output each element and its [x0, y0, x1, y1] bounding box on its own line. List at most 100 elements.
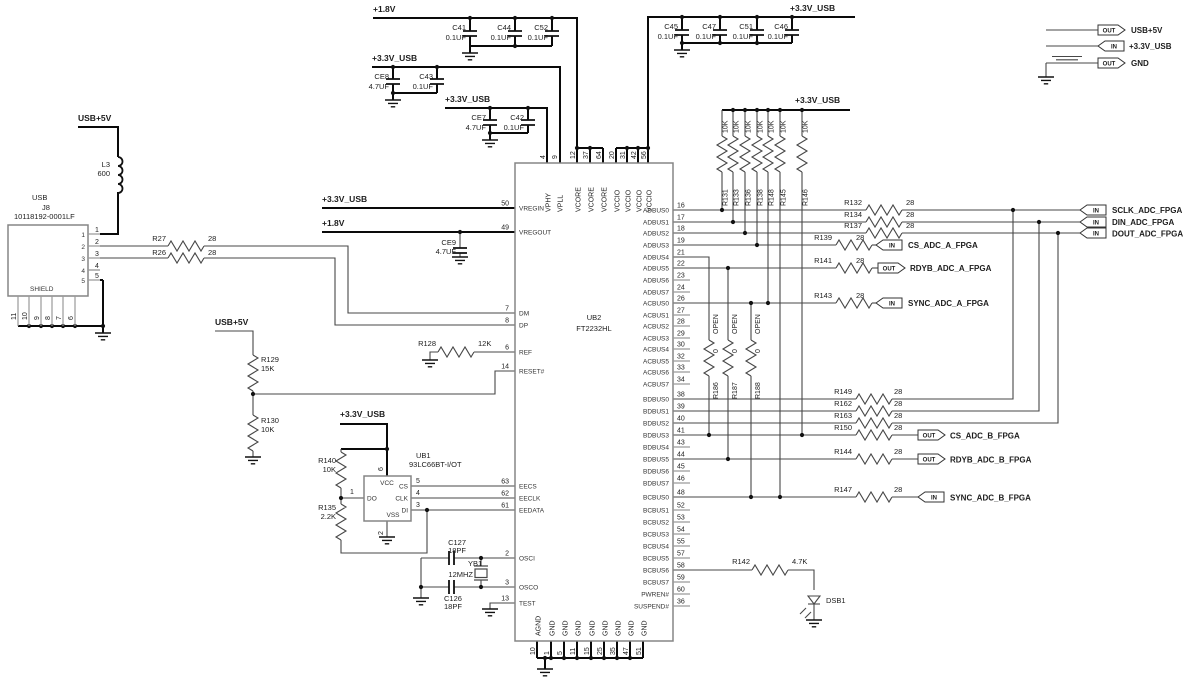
R143-ref: R143 — [814, 291, 832, 300]
pin-name: ACBUS5 — [643, 359, 669, 366]
R163-ref: R163 — [834, 411, 852, 420]
pullup-R138-ref: R138 — [758, 189, 765, 206]
signal-sync-a: SYNC_ADC_A_FPGA — [908, 299, 989, 308]
pin-num: 64 — [596, 151, 603, 159]
cap-C126-val: 18PF — [444, 602, 462, 611]
pin-name: OSCO — [519, 585, 538, 592]
pin-name: OSCI — [519, 556, 535, 563]
eeprom-cs-num: 5 — [416, 478, 420, 485]
tag-in: IN — [1093, 231, 1099, 237]
pin-num: 13 — [501, 596, 509, 603]
pin-num: 46 — [677, 476, 685, 483]
cap-C52-val: 0.1UF — [528, 33, 549, 42]
chip-UB2: UB2 FT2232HL — [514, 162, 690, 642]
pin-name: BDBUS0 — [643, 397, 669, 404]
tag-out: OUT — [1103, 61, 1116, 67]
R134-ref: R134 — [844, 210, 862, 219]
eeprom-part: 93LC66BT-I/OT — [409, 460, 462, 469]
net-3v3-eeprom: +3.3V_USB — [340, 409, 385, 419]
pin-num: 20 — [609, 151, 616, 159]
R137-val: 28 — [906, 221, 914, 230]
pin-name: VCCIO — [626, 189, 633, 212]
out-tag-rdyb-b — [917, 453, 946, 465]
pin-name: BDBUS2 — [643, 421, 669, 428]
resistor-R26-val: 28 — [208, 248, 216, 257]
pin-num: 15 — [584, 647, 591, 655]
R141-val: 28 — [856, 256, 864, 265]
pin-name: BCBUS2 — [643, 520, 669, 527]
in-tag-sclk — [1079, 204, 1107, 216]
cap-C51-val: 0.1UF — [733, 32, 754, 41]
pin-num: 53 — [677, 515, 685, 522]
R149-ref: R149 — [834, 387, 852, 396]
pin-num: 14 — [501, 364, 509, 371]
inductor-L3-val: 600 — [97, 169, 110, 178]
oscillator-group: C127 18PF YB1 12MHZ C126 18PF — [444, 538, 482, 611]
resistor-R140-ref: R140 — [318, 456, 336, 465]
R187-val: 0 — [732, 349, 739, 353]
R188-val: 0 — [755, 349, 762, 353]
signal-cs-b: CS_ADC_B_FPGA — [950, 432, 1020, 441]
pin-num: 44 — [677, 452, 685, 459]
crystal-ref: YB1 — [468, 559, 482, 568]
pin-num: 23 — [677, 273, 685, 280]
pin-name: GND — [550, 620, 557, 636]
usb-pin9-num: 9 — [34, 316, 41, 320]
pin-name: GND — [629, 620, 636, 636]
tag-in: IN — [931, 495, 937, 501]
pin-name: BCBUS1 — [643, 508, 669, 515]
net-3v3-a: +3.3V_USB — [372, 53, 417, 63]
signal-names: SCLK_ADC_FPGA DIN_ADC_FPGA DOUT_ADC_FPGA… — [908, 26, 1183, 503]
net-usb5v-b: USB+5V — [215, 317, 249, 327]
pullup-R131-ref: R131 — [723, 189, 730, 206]
pin-name: GND — [563, 620, 570, 636]
R150-ref: R150 — [834, 423, 852, 432]
pullup-R145-ref: R145 — [781, 189, 788, 206]
signal-dout: DOUT_ADC_FPGA — [1112, 230, 1183, 239]
signal-sclk: SCLK_ADC_FPGA — [1112, 206, 1182, 215]
resistor-R130-val: 10K — [261, 425, 274, 434]
pin-name: PWREN# — [641, 592, 669, 599]
cap-C52-ref: C52 — [534, 23, 548, 32]
pin-num: 62 — [501, 491, 509, 498]
pin-num: 42 — [631, 151, 638, 159]
in-tag-sync-b — [917, 491, 945, 503]
usb-pin2: 2 — [81, 244, 85, 251]
pullup-R136-val: 10K — [746, 120, 753, 133]
pin-name: BCBUS4 — [643, 544, 669, 551]
usb-pin1: 1 — [81, 232, 85, 239]
R150-val: 28 — [894, 423, 902, 432]
R162-val: 28 — [894, 399, 902, 408]
cap-C41-ref: C41 — [452, 23, 466, 32]
net-3v3-b: +3.3V_USB — [445, 94, 490, 104]
net-3v3-pullups: +3.3V_USB — [795, 95, 840, 105]
led-symbol — [806, 595, 822, 605]
usb-pin8-num: 8 — [45, 316, 52, 320]
out-tag-rdyb-a — [877, 262, 906, 274]
pin-name: ADBUS7 — [643, 290, 669, 297]
pin-num: 22 — [677, 261, 685, 268]
pin-name: ADBUS3 — [643, 243, 669, 250]
pin-name: AGND — [536, 616, 543, 636]
cap-C126-ref: C126 — [444, 594, 462, 603]
eeprom-do-num: 1 — [350, 489, 354, 496]
pullup-R148-val: 10K — [769, 120, 776, 133]
crystal-YB1-symbol — [474, 565, 488, 581]
pin-name: REF — [519, 350, 532, 357]
tag-out: OUT — [923, 433, 936, 439]
pullup-R148-ref: R148 — [769, 189, 776, 206]
pin-name: BCBUS7 — [643, 580, 669, 587]
pin-name: EECS — [519, 484, 537, 491]
pin-name: EEDATA — [519, 508, 545, 515]
eeprom-vss: VSS — [386, 512, 400, 519]
pin-num: 29 — [677, 331, 685, 338]
usb-label: USB — [32, 193, 47, 202]
pin-name: EECLK — [519, 496, 541, 503]
cap-C127-ref: C127 — [448, 538, 466, 547]
cap-C43-val: 0.1UF — [413, 82, 434, 91]
pin-num: 21 — [677, 250, 685, 257]
eeprom-vcc: VCC — [380, 480, 394, 487]
R142-val: 4.7K — [792, 557, 807, 566]
